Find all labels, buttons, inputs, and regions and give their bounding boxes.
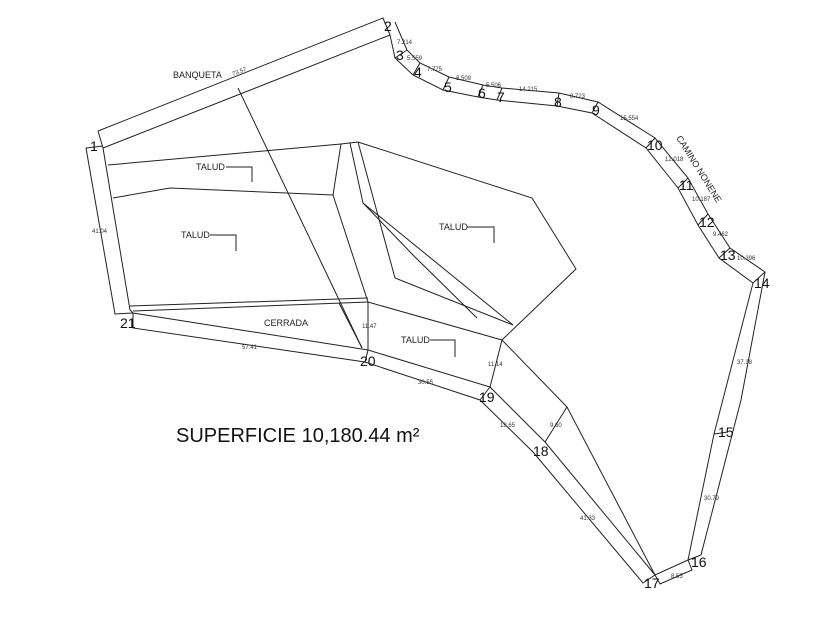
dim-2-3: 7.214 bbox=[397, 40, 413, 46]
dim-12-13: 9.462 bbox=[713, 232, 729, 238]
talud-label-2: TALUD bbox=[181, 230, 210, 240]
talud-label-4: TALUD bbox=[401, 335, 430, 345]
dim-18-19: 18.65 bbox=[500, 423, 516, 429]
point-6: 6 bbox=[478, 85, 486, 101]
point-19: 19 bbox=[479, 389, 495, 405]
point-3: 3 bbox=[396, 47, 404, 63]
camino-label: CAMINO NONENE bbox=[674, 134, 723, 205]
cerrada-label: CERRADA bbox=[264, 318, 308, 328]
boundary-lines bbox=[85, 17, 766, 585]
point-1: 1 bbox=[90, 138, 98, 154]
point-5: 5 bbox=[444, 79, 452, 95]
dim-5-6: 8.509 bbox=[456, 76, 472, 82]
dim-19-20: 30.55 bbox=[418, 380, 434, 386]
point-18: 18 bbox=[533, 443, 549, 459]
dim-18-inner: 9.60 bbox=[550, 423, 562, 429]
point-4: 4 bbox=[414, 64, 422, 80]
point-15: 15 bbox=[718, 424, 734, 440]
point-9: 9 bbox=[592, 102, 600, 118]
dim-16-17: 8.55 bbox=[671, 574, 683, 580]
point-13: 13 bbox=[720, 247, 736, 263]
banqueta-label: BANQUETA bbox=[173, 70, 222, 80]
point-2: 2 bbox=[384, 18, 392, 34]
point-10: 10 bbox=[647, 137, 663, 153]
interior-lines bbox=[107, 87, 656, 576]
point-17: 17 bbox=[644, 575, 660, 591]
dim-14-15: 37.38 bbox=[737, 360, 753, 366]
dim-17-18: 41.33 bbox=[580, 516, 596, 522]
area-labels: BANQUETA CAMINO NONENE CERRADA TALUD TAL… bbox=[173, 70, 724, 345]
dim-1-2: 73.57 bbox=[232, 67, 249, 78]
dim-6-7: 5.506 bbox=[486, 83, 502, 89]
dimension-labels: 73.57 7.214 5.559 7.775 8.509 5.506 14.2… bbox=[92, 40, 756, 580]
talud-label-1: TALUD bbox=[196, 162, 225, 172]
point-14: 14 bbox=[754, 275, 770, 291]
talud-arrows bbox=[210, 166, 495, 357]
point-11: 11 bbox=[679, 177, 694, 193]
point-16: 16 bbox=[691, 554, 707, 570]
dim-3-4: 5.559 bbox=[407, 56, 423, 62]
dim-21-1: 41.04 bbox=[92, 229, 108, 235]
dim-7-8: 14.215 bbox=[519, 87, 538, 93]
dim-9-10: 15.554 bbox=[620, 116, 639, 122]
talud-label-3: TALUD bbox=[439, 222, 468, 232]
dim-15-16: 30.79 bbox=[704, 496, 720, 502]
dim-20-inner: 11.47 bbox=[362, 324, 377, 330]
dim-20-21: 57.41 bbox=[242, 345, 258, 351]
dim-4-5: 7.775 bbox=[427, 67, 443, 73]
point-20: 20 bbox=[360, 353, 376, 369]
dim-13-14: 10.396 bbox=[737, 256, 756, 262]
point-7: 7 bbox=[497, 89, 505, 105]
point-21: 21 bbox=[120, 315, 136, 331]
dim-10-11: 12.018 bbox=[665, 157, 684, 163]
point-labels: 1 2 3 4 5 6 7 8 9 10 11 12 13 14 15 16 1… bbox=[90, 18, 770, 591]
point-12: 12 bbox=[699, 214, 715, 230]
dim-8-9: 8.723 bbox=[570, 94, 586, 100]
dim-19-inner: 11.14 bbox=[488, 362, 503, 368]
dim-11-12: 10.187 bbox=[692, 197, 711, 203]
point-8: 8 bbox=[554, 94, 562, 110]
surface-area-title: SUPERFICIE 10,180.44 m² bbox=[176, 425, 420, 447]
